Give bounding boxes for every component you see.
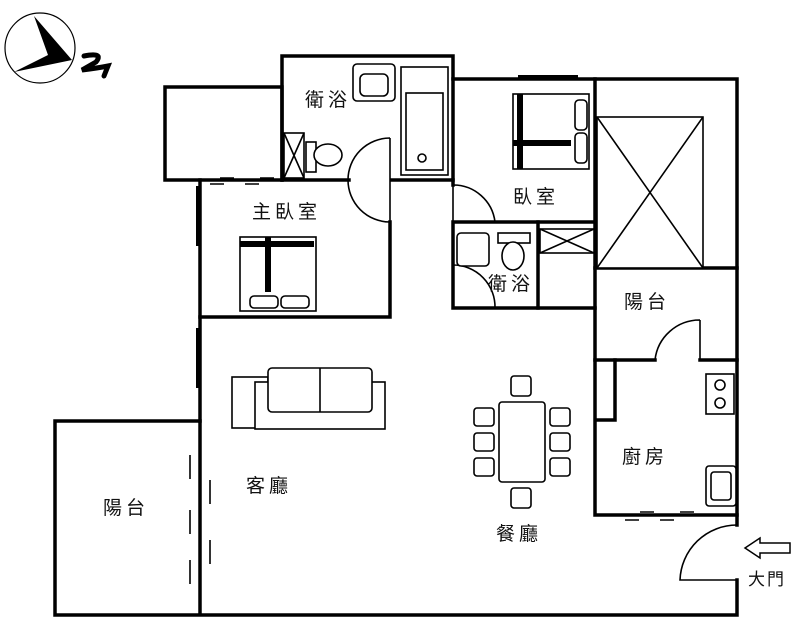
compass-icon xyxy=(4,12,113,84)
room-label-balcony-rear: 陽台 xyxy=(624,291,670,313)
room-label-master-bedroom: 主臥室 xyxy=(252,201,321,223)
room-label-bath: 衛浴 xyxy=(488,273,534,295)
entrance-door xyxy=(679,524,738,581)
walls xyxy=(53,54,739,617)
entrance-label: 大門 xyxy=(748,570,786,590)
room-label-dining-room: 餐廳 xyxy=(496,523,542,545)
room-label-master-bath: 衛浴 xyxy=(305,89,351,111)
room-label-kitchen: 廚房 xyxy=(622,445,668,468)
room-label-balcony-front: 陽台 xyxy=(103,497,149,519)
fixtures xyxy=(231,63,737,509)
room-label-bedroom: 臥室 xyxy=(513,186,559,208)
room-label-living-room: 客廳 xyxy=(246,475,292,497)
windows xyxy=(189,75,694,584)
entrance-arrow-icon xyxy=(743,536,791,560)
